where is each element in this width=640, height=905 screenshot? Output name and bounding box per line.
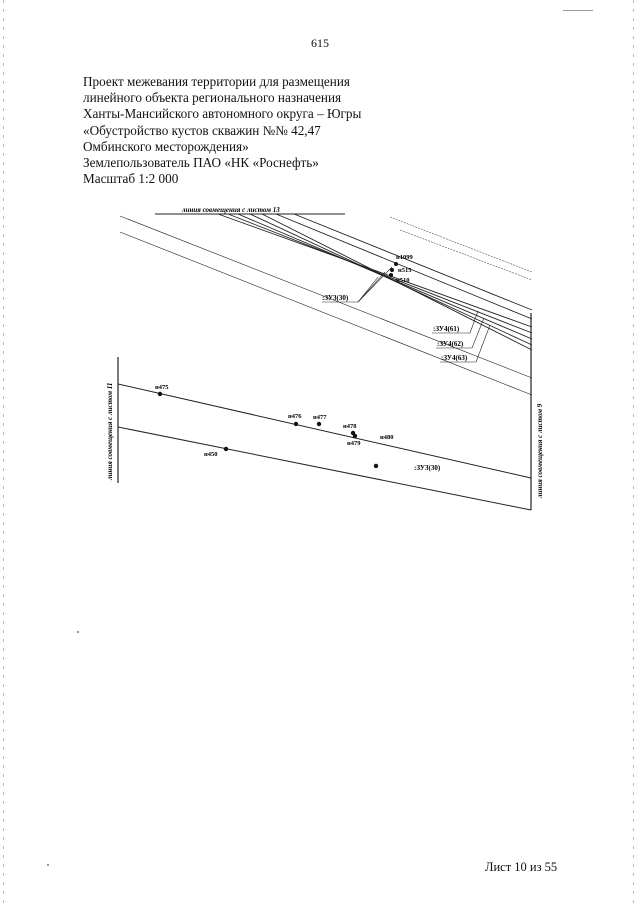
scan-speck	[77, 631, 79, 633]
point-label: н476	[288, 413, 302, 420]
parcel-boundary	[117, 426, 532, 511]
boundary-line	[119, 215, 533, 379]
scan-border-right	[633, 0, 634, 905]
point-label: н475	[155, 384, 169, 391]
parcel-boundary	[117, 383, 532, 479]
parcel-label: :ЗУ4(63)	[441, 354, 468, 362]
match-line-right-label: линия совмещения с листом 9	[536, 403, 544, 499]
point-label: н450	[204, 451, 218, 458]
boundary-line	[389, 216, 533, 273]
boundary-line	[399, 229, 533, 281]
leader-line	[475, 324, 491, 363]
leader-line	[357, 266, 393, 303]
heading-line: Омбинского месторождения»	[83, 138, 249, 154]
parcel-label: :ЗУ3(30)	[414, 464, 441, 472]
heading-line: Масштаб 1:2 000	[83, 171, 179, 187]
heading-line: Землепользователь ПАО «НК «Роснефть»	[83, 155, 319, 171]
parcel-label: :ЗУ4(62)	[437, 340, 464, 348]
heading-line: «Обустройство кустов скважин №№ 42,47	[83, 122, 321, 138]
heading-line: Ханты-Мансийского автономного округа – Ю…	[83, 106, 362, 122]
vertex-point	[389, 273, 393, 277]
corridor-line	[249, 213, 533, 346]
point-label: н478	[343, 423, 357, 430]
point-label: н477	[313, 414, 327, 421]
heading-line: линейного объекта регионального назначен…	[83, 90, 342, 106]
vertex-point	[390, 268, 394, 272]
vertex-point	[293, 421, 299, 427]
leader-line	[471, 317, 485, 349]
boundary-line	[119, 231, 533, 396]
leader-line	[357, 276, 379, 303]
vertex-point	[352, 433, 358, 439]
page-number: 615	[311, 36, 329, 50]
document-heading: Проект межевания территории для размещен…	[83, 74, 361, 187]
vertex-point	[157, 391, 163, 397]
vertex-point	[223, 446, 229, 452]
leader-line	[469, 310, 479, 334]
corridor-line	[293, 213, 533, 311]
vertex-point	[373, 463, 379, 469]
point-label: н1099	[396, 254, 413, 261]
leader-line	[357, 271, 386, 303]
scan-speck	[47, 864, 49, 866]
sheet-number: Лист 10 из 55	[485, 860, 558, 874]
parcel-label: :ЗУ3(30)	[322, 294, 349, 302]
heading-line: Проект межевания территории для размещен…	[83, 74, 350, 89]
vertex-point	[316, 421, 322, 427]
corridor-line	[261, 213, 533, 351]
match-line-left-label: линия совмещения с листом 11	[106, 383, 114, 481]
point-label: н515	[398, 267, 412, 274]
parcel-label: :ЗУ4(61)	[433, 325, 460, 333]
match-line-top-label: линия совмещения с листом 13	[181, 206, 280, 214]
point-label: н510	[396, 277, 410, 284]
point-label: н479	[347, 440, 361, 447]
corridor-line	[275, 213, 533, 320]
scan-border-left	[3, 0, 4, 905]
point-label: н480	[380, 434, 394, 441]
scan-speck	[563, 10, 593, 11]
vertex-point	[394, 262, 398, 266]
